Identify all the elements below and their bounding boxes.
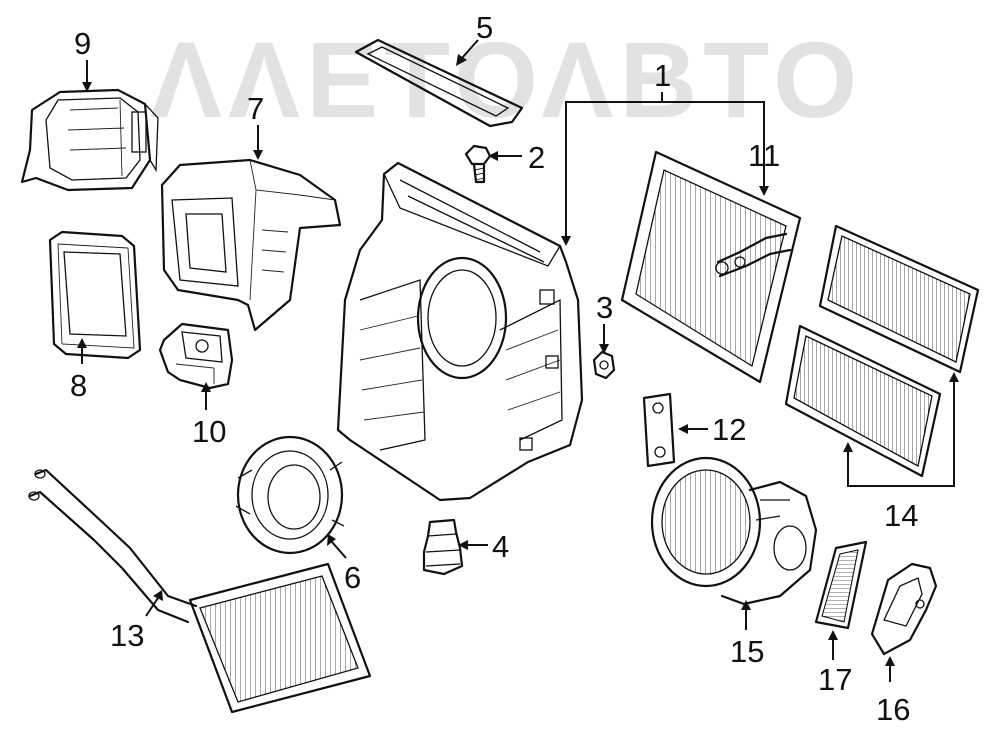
callout-10: 10 [192, 414, 227, 449]
callout-5: 5 [476, 10, 494, 45]
part-13-heater-core [28, 468, 372, 714]
part-6-blower-ring [235, 435, 345, 555]
part-7-air-duct [160, 158, 342, 332]
part-15-blower-motor [650, 456, 818, 606]
part-9-inlet-duct [20, 88, 159, 192]
callout-11: 11 [748, 138, 781, 173]
part-4-bumper [422, 518, 464, 576]
callout-2: 2 [528, 140, 546, 175]
callout-4: 4 [492, 529, 510, 564]
callout-15: 15 [730, 634, 765, 669]
callout-12: 12 [712, 412, 747, 447]
callout-8: 8 [70, 368, 88, 403]
callout-3: 3 [596, 290, 614, 325]
part-2-screw [464, 144, 492, 184]
callout-14: 14 [884, 498, 919, 533]
part-10-actuator [158, 322, 234, 390]
callout-6: 6 [344, 560, 362, 595]
callout-17: 17 [818, 662, 853, 697]
callout-9: 9 [74, 26, 92, 61]
leader-lines [77, 39, 959, 682]
part-12-expansion-valve [642, 392, 676, 468]
callout-1: 1 [654, 58, 672, 93]
part-3-nut [592, 350, 616, 380]
part-5-gasket [354, 38, 524, 128]
callout-16: 16 [876, 692, 911, 727]
callout-7: 7 [247, 91, 265, 126]
part-17-filter-element [814, 540, 868, 630]
part-1-hvac-housing [336, 161, 584, 502]
part-11-evaporator [620, 150, 802, 384]
part-16-control-module [870, 562, 938, 656]
part-14-cabin-filters [784, 224, 980, 478]
part-8-seal-frame [48, 230, 142, 360]
callout-13: 13 [110, 618, 145, 653]
